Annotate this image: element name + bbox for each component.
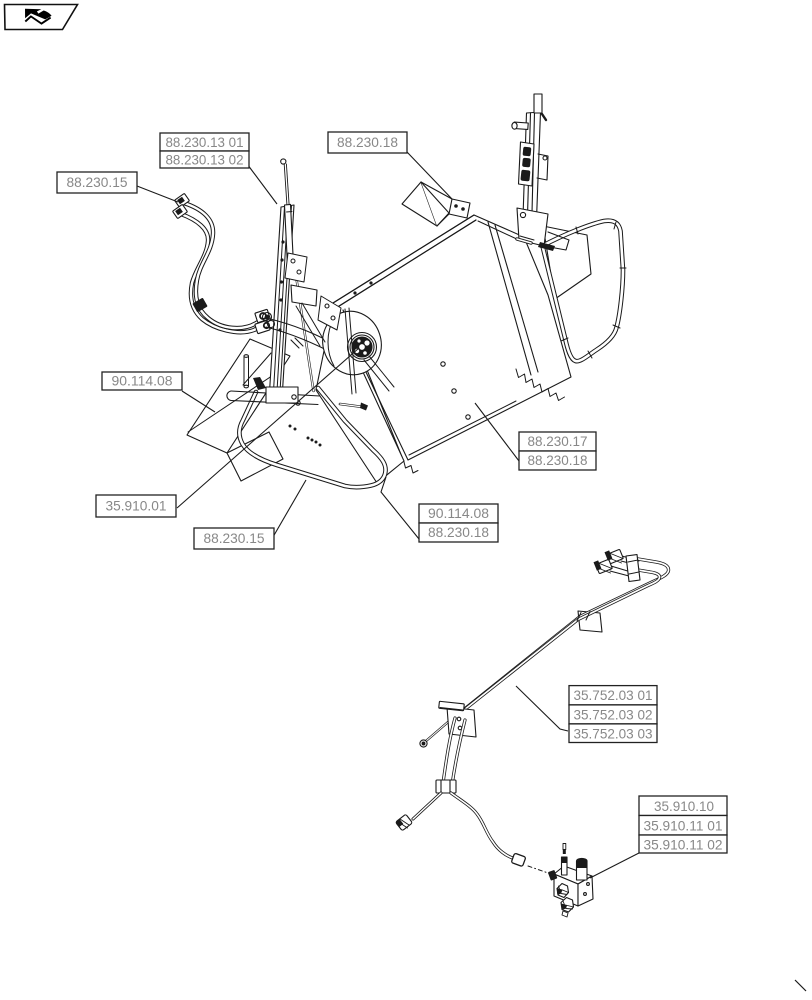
svg-text:35.910.11 02: 35.910.11 02 <box>644 837 723 853</box>
svg-text:35.910.01: 35.910.01 <box>106 498 167 514</box>
svg-text:35.752.03 03: 35.752.03 03 <box>574 726 653 742</box>
svg-text:88.230.18: 88.230.18 <box>528 452 588 468</box>
svg-text:35.752.03 01: 35.752.03 01 <box>574 687 653 703</box>
svg-text:88.230.15: 88.230.15 <box>204 530 265 546</box>
svg-text:88.230.15: 88.230.15 <box>67 174 128 190</box>
svg-text:35.752.03 02: 35.752.03 02 <box>574 707 653 723</box>
svg-text:90.114.08: 90.114.08 <box>112 373 173 389</box>
svg-text:35.910.10: 35.910.10 <box>654 798 714 814</box>
svg-text:88.230.17: 88.230.17 <box>528 433 588 449</box>
svg-text:88.230.13 01: 88.230.13 01 <box>166 134 244 150</box>
svg-text:88.230.13 02: 88.230.13 02 <box>166 152 244 168</box>
svg-text:35.910.11 01: 35.910.11 01 <box>644 818 723 834</box>
svg-text:90.114.08: 90.114.08 <box>428 505 489 521</box>
svg-text:88.230.18: 88.230.18 <box>428 524 489 540</box>
svg-text:88.230.18: 88.230.18 <box>337 134 398 150</box>
